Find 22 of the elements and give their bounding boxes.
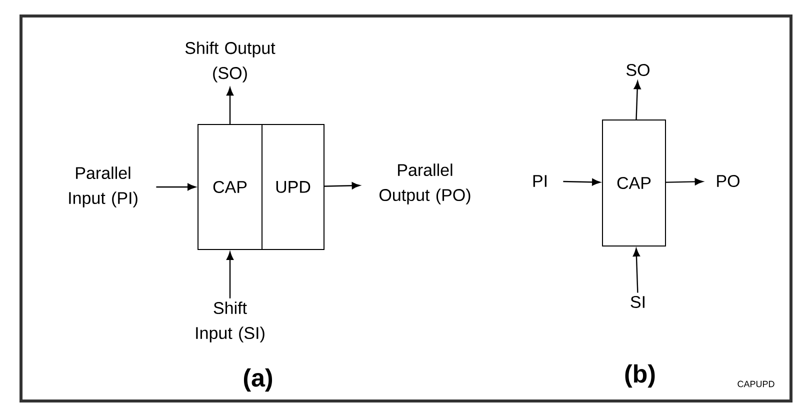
arrow	[226, 87, 234, 124]
process-box: UPD	[262, 124, 324, 250]
panel-label: (b)	[625, 364, 655, 388]
arrow	[634, 80, 641, 120]
figure-id: CAPUPD	[738, 380, 774, 388]
signal-label: SI	[630, 296, 644, 308]
arrow	[156, 183, 196, 191]
signal-label: SO	[626, 64, 650, 76]
signal-label: Parallel Output (PO)	[380, 164, 470, 204]
arrow	[666, 178, 704, 186]
signal-label: Parallel Input (PI)	[69, 166, 138, 208]
signal-label: Shift Output (SO)	[185, 42, 276, 82]
signal-label: Shift Input (SI)	[196, 302, 264, 342]
arrow	[632, 248, 640, 293]
signal-label: PI	[533, 175, 546, 187]
arrow	[324, 182, 360, 190]
arrow	[563, 178, 600, 186]
signal-label: PO	[717, 174, 740, 188]
process-box: CAP	[602, 120, 666, 246]
process-box: CAP	[198, 124, 262, 250]
panel-label: (a)	[244, 368, 272, 392]
arrow	[226, 252, 234, 298]
